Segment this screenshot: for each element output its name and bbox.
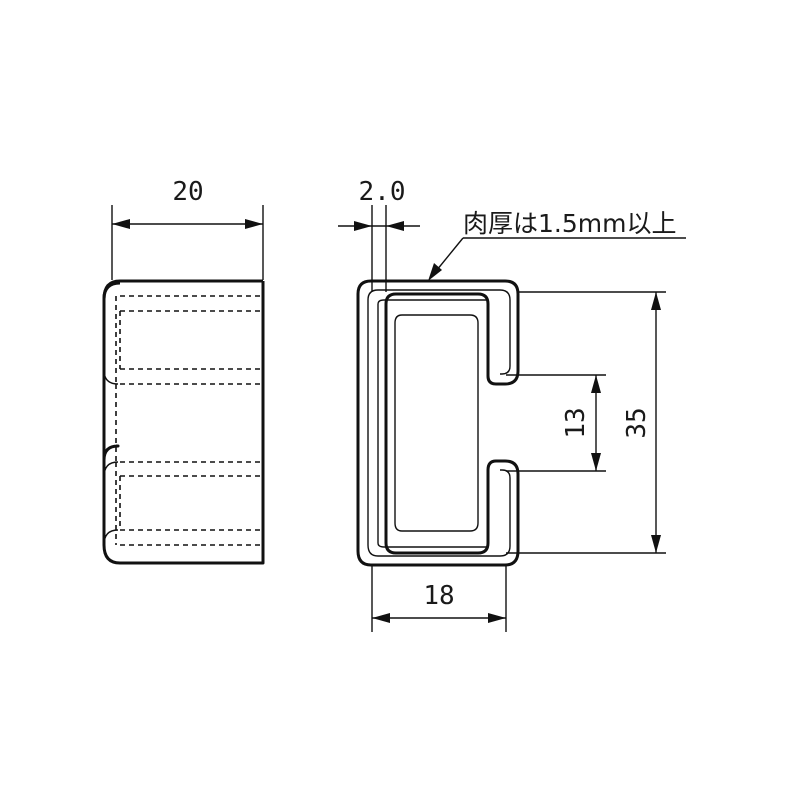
- arrowhead: [245, 219, 263, 229]
- arrowhead: [651, 292, 661, 310]
- front-view-opening-label: 13: [561, 407, 591, 438]
- front-view: 2.0 肉厚は1.5mm以上 13 35 18: [338, 177, 686, 632]
- front-view-inner-wall: [377, 299, 488, 548]
- front-view-height-label: 35: [622, 407, 652, 438]
- arrowhead: [591, 375, 601, 393]
- arrowhead: [372, 613, 390, 623]
- side-view-upper-fold: [103, 369, 119, 385]
- side-view-width-label: 20: [172, 177, 203, 207]
- side-view-bottom-fold: [103, 529, 119, 546]
- front-view-inner-outline: [367, 289, 511, 557]
- arrowhead: [488, 613, 506, 623]
- front-view-thickness-label: 2.0: [359, 177, 406, 207]
- wall-thickness-note: 肉厚は1.5mm以上: [463, 209, 676, 238]
- arrowhead: [354, 221, 372, 231]
- side-view: 20: [102, 177, 265, 565]
- arrowhead: [591, 453, 601, 471]
- front-view-inner-cavity: [394, 314, 479, 532]
- arrowhead: [386, 221, 404, 231]
- front-view-outer-outline: [356, 279, 520, 567]
- side-view-top-curve: [102, 281, 121, 300]
- arrowhead: [428, 263, 442, 281]
- arrowhead: [112, 219, 130, 229]
- arrowhead: [651, 535, 661, 553]
- side-view-outline: [102, 279, 265, 565]
- front-view-depth-label: 18: [423, 581, 454, 611]
